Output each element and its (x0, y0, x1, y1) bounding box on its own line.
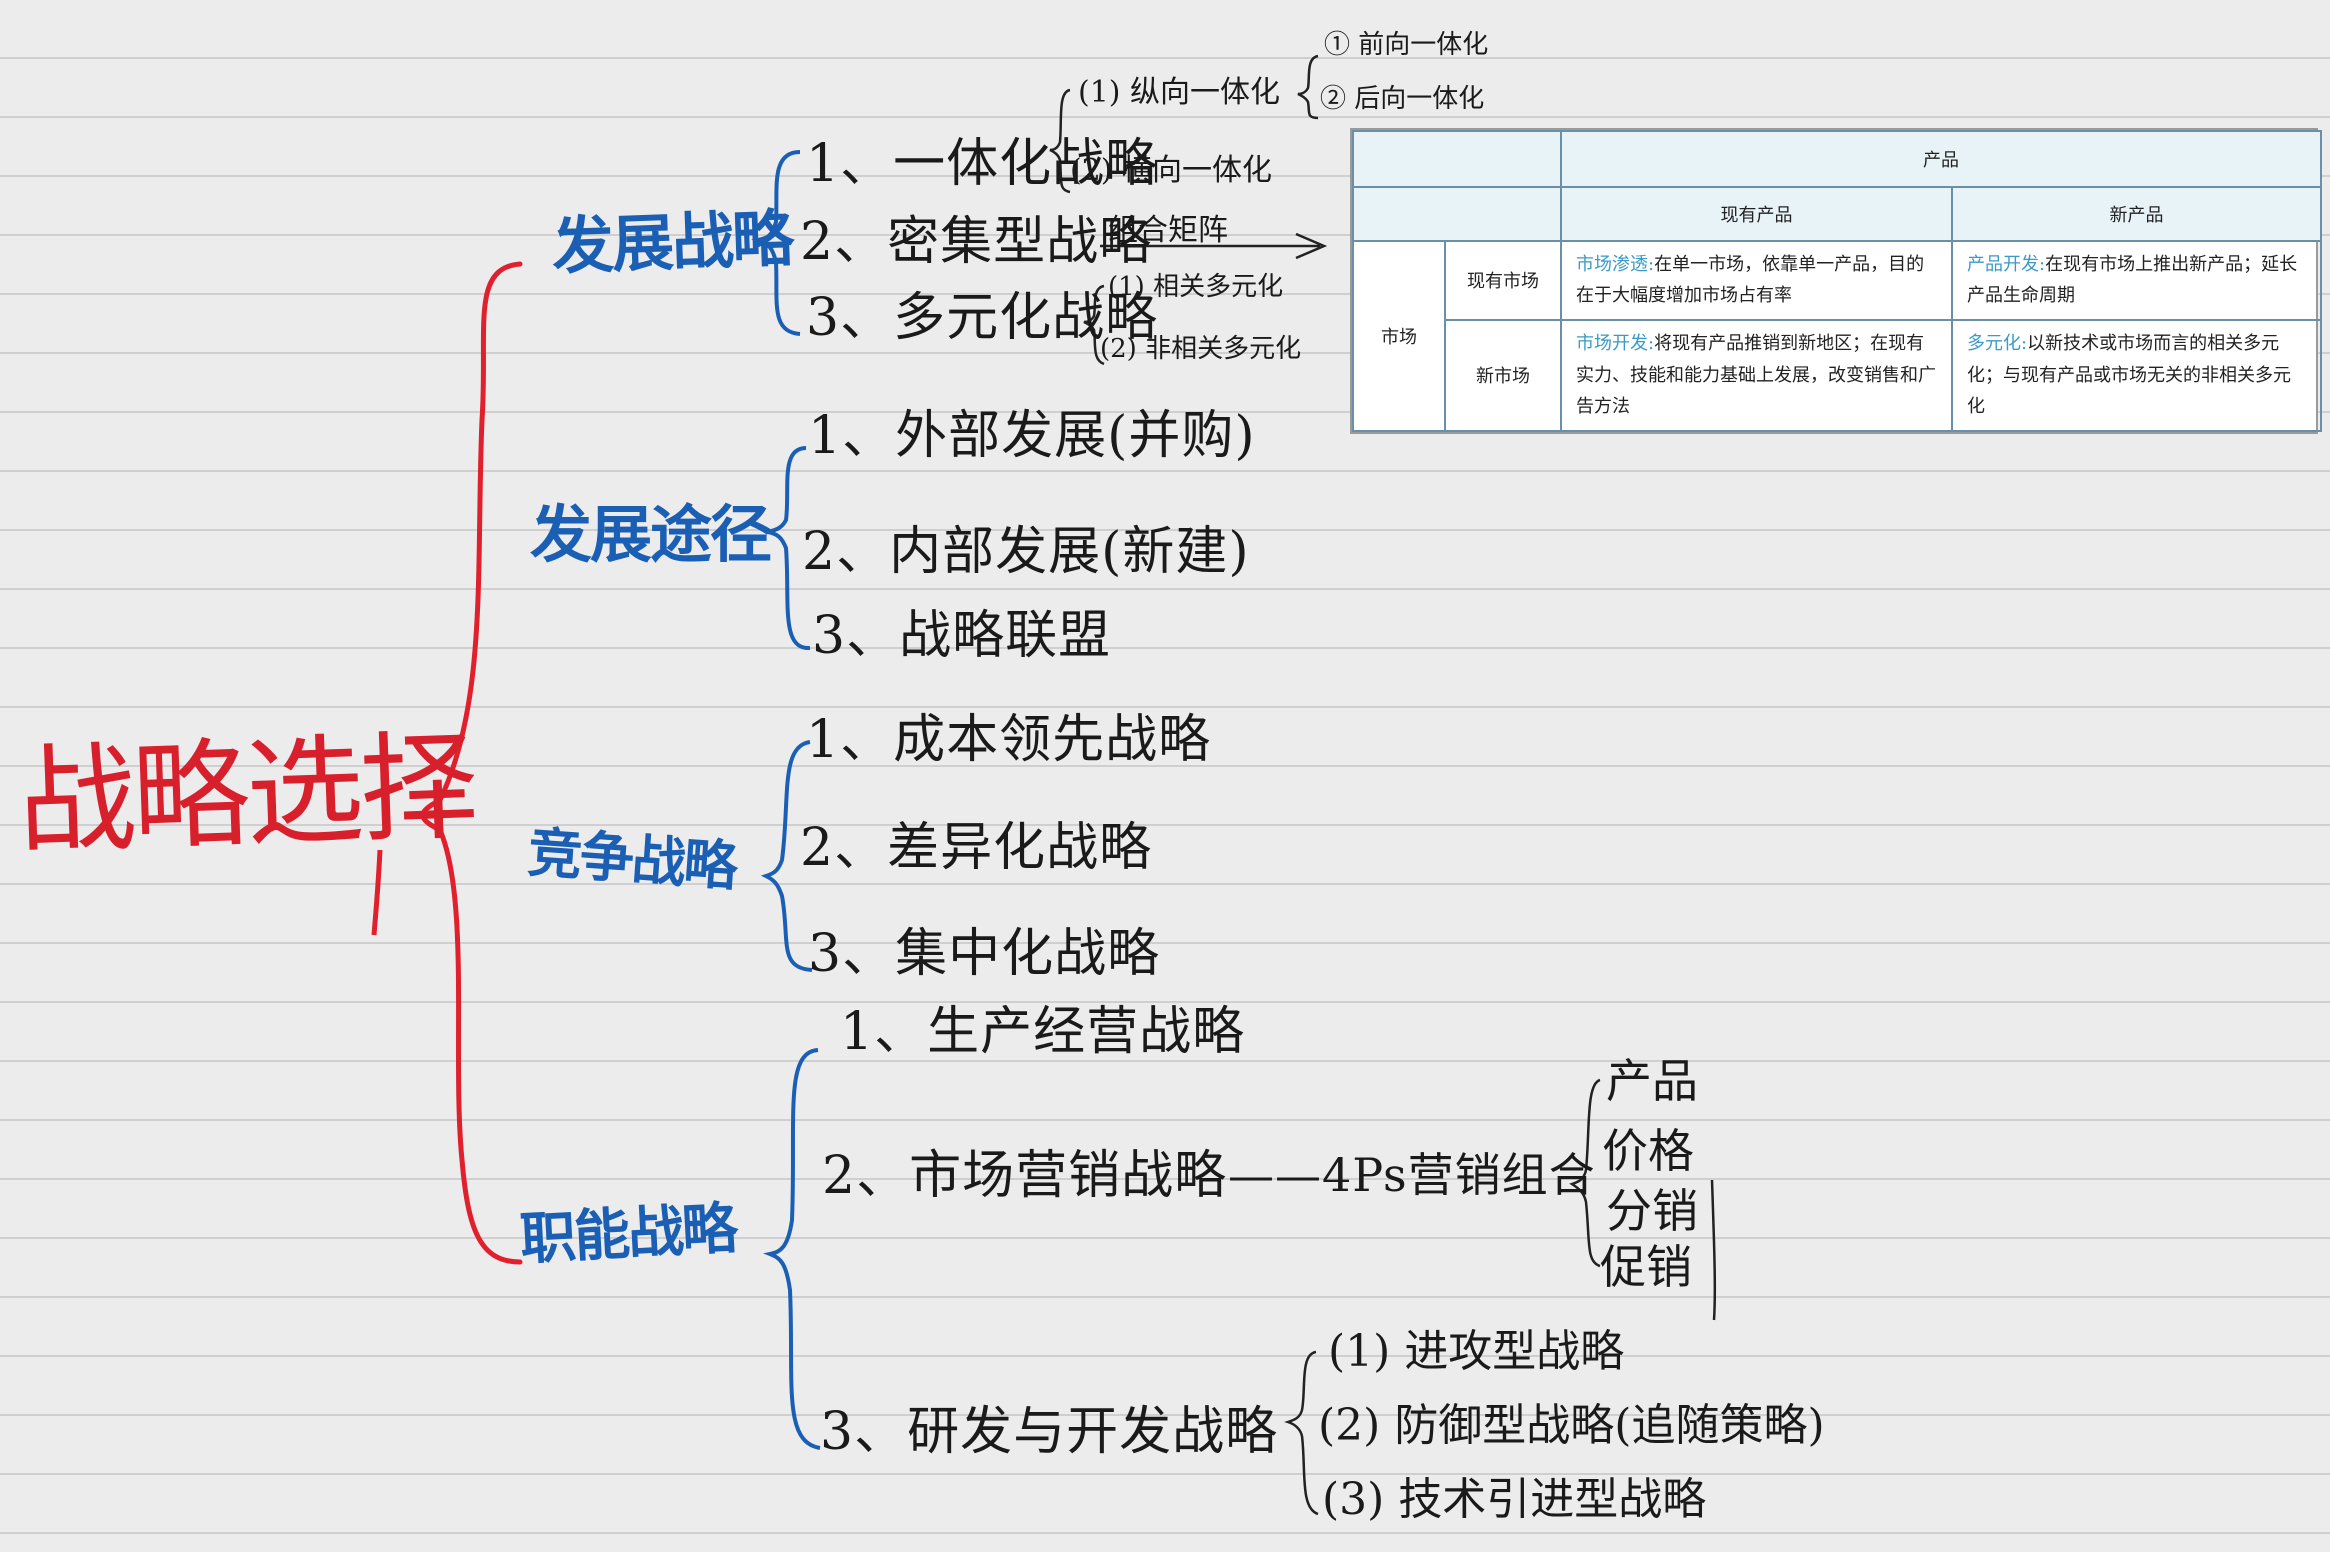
function-item-rd: 3、研发与开发战略 (820, 1402, 1279, 1462)
cell-key: 产品开发: (1967, 253, 2046, 275)
ansoff-matrix-table: 产品 现有产品 新产品 市场 现有市场 市场渗透:在单一市场，依靠单一产品，目的… (1350, 128, 2322, 434)
table-cell-market-penetration: 市场渗透:在单一市场，依靠单一产品，目的在于大幅度增加市场占有率 (1560, 240, 1953, 321)
fourps-product: 产品 (1606, 1054, 1698, 1108)
vertical-sub-forward: ① 前向一体化 (1324, 30, 1489, 60)
rd-sub-defensive: (2) 防御型战略(追随策略) (1318, 1400, 1825, 1451)
matrix-arrow (1100, 232, 1328, 260)
fourps-stem (1710, 1179, 1717, 1321)
path-item-external: 1、外部发展(并购) (808, 406, 1256, 466)
diversification-sub-related: (1) 相关多元化 (1108, 272, 1284, 302)
matrix-note: 组合矩阵 (1108, 213, 1228, 248)
table-col-existing-product: 现有产品 (1560, 186, 1953, 242)
cell-text: 以新技术或市场而言的相关多元化；与现有产品或市场无关的非相关多元化 (1967, 333, 2291, 418)
function-item-marketing: 2、市场营销战略 (822, 1146, 1228, 1206)
integration-sub-horizontal: (2) 横向一体化 (1070, 153, 1273, 188)
branch-path-title: 发展途径 (530, 498, 772, 571)
table-row-existing-market: 现有市场 (1444, 240, 1562, 321)
rd-sub-technology: (3) 技术引进型战略 (1322, 1474, 1707, 1525)
brace-development (751, 150, 801, 336)
integration-sub-vertical: (1) 纵向一体化 (1078, 75, 1281, 110)
path-item-internal: 2、内部发展(新建) (802, 522, 1250, 582)
brace-function (763, 1048, 821, 1450)
rd-sub-offensive: (1) 进攻型战略 (1328, 1326, 1625, 1377)
function-item-production: 1、生产经营战略 (840, 1002, 1246, 1062)
development-item-integration: 1、一体化战略 (806, 134, 1159, 194)
table-cell-product-development: 产品开发:在现有市场上推出新产品；延长产品生命周期 (1951, 240, 2322, 321)
root-brace (420, 261, 523, 1265)
competition-item-differentiation: 2、差异化战略 (800, 818, 1153, 878)
cell-text: 将现有产品推销到新地区；在现有实力、技能和能力基础上发展，改变销售和广告方法 (1576, 333, 1936, 418)
fourps-price: 价格 (1602, 1124, 1694, 1178)
fourps-promotion: 促销 (1600, 1240, 1692, 1294)
cell-key: 市场开发: (1576, 333, 1655, 355)
brace-integration (1049, 88, 1071, 194)
table-row-new-market: 新市场 (1444, 318, 1562, 433)
brace-diversification (1083, 284, 1105, 366)
vertical-sub-backward: ② 后向一体化 (1320, 84, 1485, 114)
brace-path (767, 446, 811, 651)
diversification-sub-unrelated: (2) 非相关多元化 (1100, 334, 1302, 364)
brace-rd (1284, 1350, 1319, 1516)
table-cell-diversification: 多元化:以新技术或市场而言的相关多元化；与现有产品或市场无关的非相关多元化 (1951, 318, 2322, 433)
table-corner-2 (1352, 186, 1562, 242)
table-corner (1352, 130, 1562, 188)
branch-development-title: 发展战略 (550, 201, 794, 284)
development-item-intensive: 2、密集型战略 (800, 212, 1153, 272)
cell-key: 市场渗透: (1576, 253, 1655, 275)
branch-competition-title: 竞争战略 (526, 819, 738, 899)
brace-vertical (1297, 54, 1319, 120)
fourps-distribution: 分销 (1606, 1184, 1698, 1238)
cell-text: 在单一市场，依靠单一产品，目的在于大幅度增加市场占有率 (1576, 253, 1925, 307)
path-item-alliance: 3、战略联盟 (812, 606, 1112, 666)
root-stem (371, 849, 383, 936)
table-header-product: 产品 (1560, 130, 2322, 188)
cell-key: 多元化: (1967, 333, 2028, 355)
table-row-group-market: 市场 (1352, 240, 1446, 432)
brace-4ps (1569, 1078, 1601, 1268)
branch-function-title: 职能战略 (518, 1195, 738, 1273)
brace-competition (760, 740, 813, 972)
table-cell-market-development: 市场开发:将现有产品推销到新地区；在现有实力、技能和能力基础上发展，改变销售和广… (1560, 318, 1953, 433)
marketing-4ps-note: ——4Ps营销组合 (1228, 1148, 1596, 1202)
competition-item-cost: 1、成本领先战略 (806, 710, 1212, 770)
table-col-new-product: 新产品 (1951, 186, 2322, 242)
root-title: 战略选择 (15, 717, 477, 871)
cell-text: 在现有市场上推出新产品；延长产品生命周期 (1967, 253, 2298, 307)
development-item-diversification: 3、多元化战略 (806, 288, 1159, 348)
competition-item-focus: 3、集中化战略 (808, 924, 1161, 984)
